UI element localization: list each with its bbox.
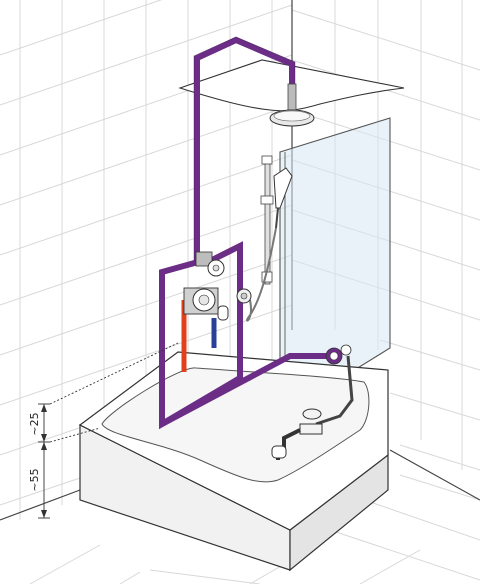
dimension-label-lower: ~55: [28, 468, 41, 491]
diverter-valve-icon: [195, 251, 225, 277]
hand-shower-icon: [273, 167, 293, 229]
dimension-lines: [38, 341, 181, 519]
wall-outlet-elbow-icon: [236, 288, 252, 304]
glass-shower-screen: [279, 117, 391, 417]
thermostatic-mixer-icon: [183, 287, 229, 321]
bath-filler-spout-icon: [325, 344, 352, 365]
shower-hose: [246, 227, 277, 322]
waste-trap-icon: [271, 408, 323, 460]
bath-filler-supply-pipe: [159, 241, 328, 430]
slide-rail-icon: [260, 155, 274, 285]
overflow-drain-pipe: [315, 355, 354, 426]
bathtub: [78, 351, 389, 572]
dimension-label-upper: ~25: [28, 412, 41, 435]
shower-supply-pipe: [194, 36, 295, 262]
rain-shower-head-icon: [269, 83, 315, 127]
